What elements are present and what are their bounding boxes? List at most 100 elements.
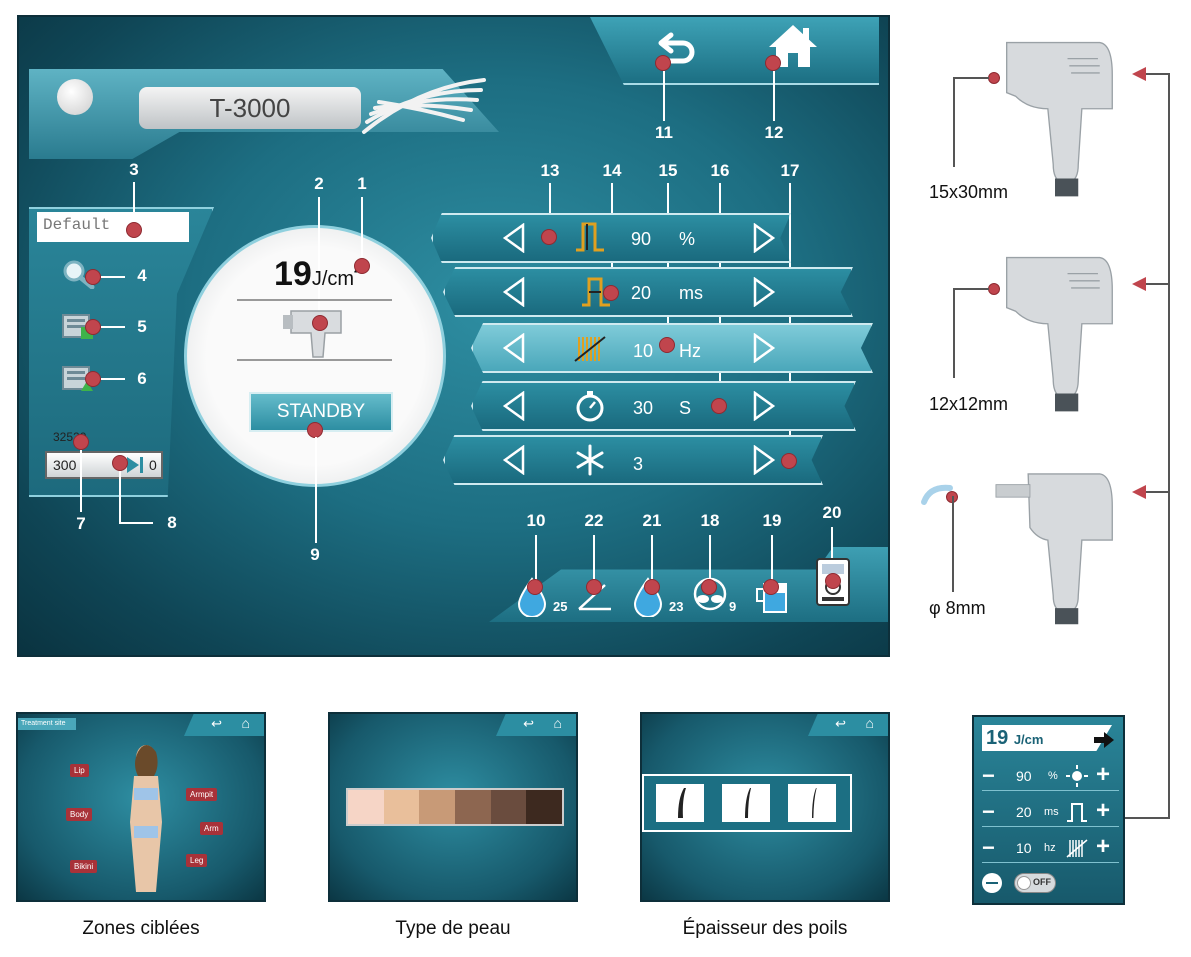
param-energy-increase-icon[interactable] <box>753 223 777 253</box>
skin-tone-2[interactable] <box>383 790 420 824</box>
zone-tag-leg[interactable]: Leg <box>186 854 208 867</box>
hair-option-medium[interactable] <box>722 784 770 822</box>
hp2-line-h <box>953 288 989 290</box>
mini-duration-value: 20 <box>1016 804 1032 820</box>
param-cooling-increase-icon[interactable] <box>753 445 777 475</box>
param-timer-increase-icon[interactable] <box>753 391 777 421</box>
home-icon[interactable] <box>767 23 819 69</box>
mini-power-toggle[interactable]: OFF <box>1014 873 1056 893</box>
zone-tag-armpit[interactable]: Armpit <box>186 788 218 801</box>
thumb-3-back-icon[interactable]: ↩ <box>835 716 846 731</box>
callout-dot-3 <box>126 222 142 238</box>
back-icon[interactable] <box>657 27 697 67</box>
callout-1: 1 <box>357 174 367 193</box>
callout-dot-19 <box>763 579 779 595</box>
hair-option-fine[interactable] <box>788 784 836 822</box>
callout-line-4 <box>101 276 125 278</box>
mini-energy-unit: % <box>1048 770 1058 782</box>
callout-line-3 <box>133 182 135 212</box>
callout-18: 18 <box>700 511 720 530</box>
callout-line-10 <box>535 535 537 583</box>
callout-line-20 <box>831 527 833 575</box>
shot-counter-current: 300 <box>53 457 77 473</box>
handpiece-1-arrow <box>1132 67 1146 81</box>
thumb-1-back-icon[interactable]: ↩ <box>211 716 222 731</box>
skin-tone-5[interactable] <box>490 790 527 824</box>
mini-minus-circle-icon[interactable] <box>982 873 1002 893</box>
handpiece-1-dot <box>988 72 1000 84</box>
thumb-treatment-site[interactable]: ↩ ⌂ Treatment site Lip Armpit Body Arm B… <box>16 712 266 902</box>
zone-tag-body[interactable]: Body <box>66 808 93 821</box>
handpiece-3-arrow <box>1132 485 1146 499</box>
callout-20: 20 <box>822 503 842 522</box>
thumb-3-home-icon[interactable]: ⌂ <box>865 715 874 731</box>
hair-option-thick[interactable] <box>656 784 704 822</box>
thumb-2-home-icon[interactable]: ⌂ <box>553 715 562 731</box>
callout-dot-17 <box>781 453 797 469</box>
param-duration-decrease-icon[interactable] <box>501 277 525 307</box>
zone-tag-lip[interactable]: Lip <box>70 764 89 777</box>
zone-tag-arm[interactable]: Arm <box>200 822 223 835</box>
preset-name-field[interactable]: Default <box>37 212 189 242</box>
param-frequency-increase-icon[interactable] <box>753 333 777 363</box>
skin-tone-4[interactable] <box>455 790 491 824</box>
skin-tone-6[interactable] <box>526 790 563 824</box>
counter-reset-icon[interactable] <box>125 455 145 475</box>
callout-dot-8 <box>112 455 128 471</box>
mini-duration-minus-icon[interactable]: − <box>982 799 995 824</box>
callout-6: 6 <box>137 369 147 388</box>
wings-logo-icon <box>362 78 486 134</box>
callout-5: 5 <box>137 317 147 336</box>
param-row-timer[interactable] <box>471 381 856 431</box>
mini-frequency-icon <box>1066 839 1088 858</box>
mini-frequency-minus-icon[interactable]: − <box>982 835 995 860</box>
callout-line-17 <box>789 183 791 459</box>
zone-tag-bikini[interactable]: Bikini <box>70 860 98 873</box>
callout-line-9 <box>315 437 317 543</box>
param-duration-increase-icon[interactable] <box>753 277 777 307</box>
param-row-energy[interactable] <box>431 213 791 263</box>
param-energy-unit: % <box>679 229 696 249</box>
param-row-pulse-duration[interactable] <box>443 267 853 317</box>
thumb-2-nav-tab <box>496 714 576 736</box>
thumb-skin-type[interactable]: ↩ ⌂ <box>328 712 578 902</box>
callout-17: 17 <box>780 161 800 180</box>
param-frequency-decrease-icon[interactable] <box>501 333 525 363</box>
handpiece-8mm-image <box>995 473 1113 625</box>
callout-dot-7 <box>73 434 89 450</box>
callout-line-21 <box>651 535 653 583</box>
callout-line-18 <box>709 535 711 583</box>
param-cooling-decrease-icon[interactable] <box>501 445 525 475</box>
mini-energy-plus-icon[interactable]: + <box>1096 761 1111 788</box>
handpiece-icon[interactable] <box>281 307 351 361</box>
frequency-icon <box>574 336 606 362</box>
callout-line-22 <box>593 535 595 583</box>
fluence-value: 19 <box>274 255 312 293</box>
top-nav-tab <box>589 17 879 85</box>
param-timer-decrease-icon[interactable] <box>501 391 525 421</box>
callout-4: 4 <box>137 266 147 285</box>
skin-tone-3[interactable] <box>419 790 456 824</box>
mini-duration-plus-icon[interactable]: + <box>1096 797 1111 824</box>
param-energy-decrease-icon[interactable] <box>501 223 525 253</box>
mini-row-duration: − 20 ms + <box>982 797 1119 827</box>
callout-line-8a <box>119 471 121 523</box>
thumb-hair-thickness[interactable]: ↩ ⌂ <box>640 712 890 902</box>
mini-next-arrow-icon[interactable] <box>1092 731 1116 749</box>
param-timer-value: 30 <box>633 398 654 418</box>
skin-tone-1[interactable] <box>348 790 384 824</box>
hp3-line-v <box>952 496 954 592</box>
param-energy-value: 90 <box>631 229 652 249</box>
callout-11: 11 <box>655 123 673 142</box>
mini-energy-minus-icon[interactable]: − <box>982 763 995 788</box>
fluence-readout[interactable]: 19J/cm2 <box>274 255 360 294</box>
mini-control-panel: 19 J/cm − 90 % + − 20 ms + − 10 hz + OFF <box>972 715 1125 905</box>
param-row-cooling[interactable] <box>443 435 823 485</box>
callout-line-11 <box>663 71 665 121</box>
callout-line-13 <box>549 183 551 235</box>
thumb-1-home-icon[interactable]: ⌂ <box>241 715 250 731</box>
callout-line-15 <box>667 183 669 349</box>
mini-row-energy: − 90 % + <box>982 761 1119 791</box>
mini-frequency-plus-icon[interactable]: + <box>1096 833 1111 860</box>
thumb-2-back-icon[interactable]: ↩ <box>523 716 534 731</box>
